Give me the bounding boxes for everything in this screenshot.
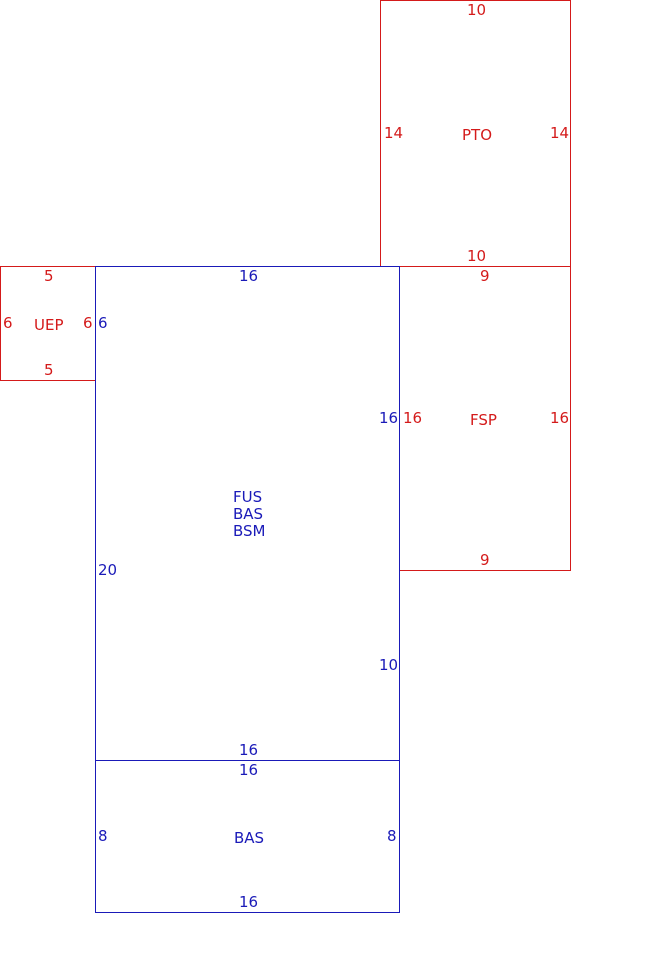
fsp-left-dimension: 16 [403,409,423,427]
bas-right-dimension: 8 [387,827,397,845]
bas-left-dimension: 8 [98,827,108,845]
bas-bottom-dimension: 16 [239,893,259,911]
uep-right-dimension: 6 [83,314,93,332]
main-bottom-dimension: 16 [239,741,259,759]
main-left-upper-dimension: 6 [98,314,108,332]
fsp-bottom-dimension: 9 [480,551,490,569]
pto-left-dimension: 14 [384,124,404,142]
uep-label: UEP [34,316,64,334]
main-top-dimension: 16 [239,267,259,285]
main-right-lower-dimension: 10 [379,656,399,674]
pto-bottom-dimension: 10 [467,247,487,265]
fsp-right-dimension: 16 [550,409,570,427]
bas-section [95,760,400,913]
pto-label: PTO [462,126,493,144]
main-label-bsm: BSM [233,522,266,540]
main-label-bas: BAS [233,505,264,523]
bas-top-dimension: 16 [239,761,259,779]
uep-top-dimension: 5 [44,267,54,285]
main-right-upper-dimension: 16 [379,409,399,427]
pto-right-dimension: 14 [550,124,570,142]
uep-left-dimension: 6 [3,314,13,332]
main-label-fus: FUS [233,488,263,506]
pto-top-dimension: 10 [467,1,487,19]
uep-bottom-dimension: 5 [44,361,54,379]
main-left-lower-dimension: 20 [98,561,118,579]
bas-label: BAS [234,829,265,847]
fsp-top-dimension: 9 [480,267,490,285]
fsp-label: FSP [470,411,497,429]
